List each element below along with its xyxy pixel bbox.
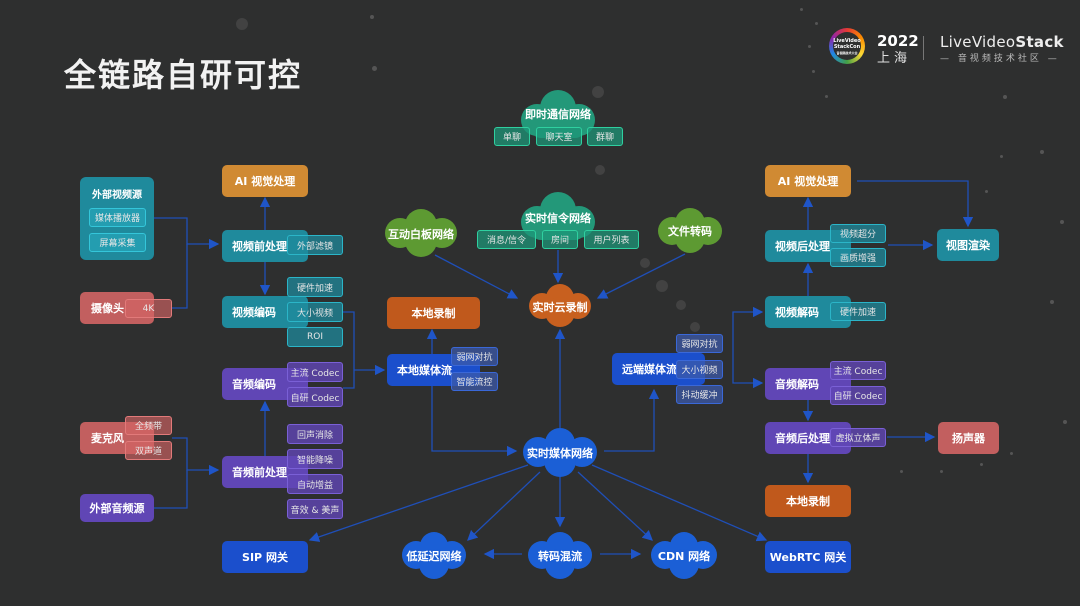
virtual-stereo-tag: 虚拟立体声: [830, 428, 886, 447]
jitter-buffer-tag: 抖动缓冲: [676, 385, 723, 404]
custom-codec-tag: 自研 Codec: [287, 387, 343, 407]
decode-hw-accel-tag: 硬件加速: [830, 302, 886, 321]
external-filter-tag: 外部滤镜: [287, 235, 343, 255]
simulcast-tag: 大小视频: [287, 302, 343, 322]
view-render-node: 视图渲染: [937, 229, 999, 261]
user-list-tag: 用户列表: [584, 230, 639, 249]
external-audio-source-node: 外部音频源: [80, 494, 154, 522]
edge-media-to-webrtc: [591, 464, 768, 542]
message-signal-tag: 消息/信令: [477, 230, 536, 249]
cloud-recording-cloud: 实时云录制: [524, 280, 596, 330]
media-network-cloud: 实时媒体网络: [516, 425, 604, 479]
whiteboard-network-cloud: 互动白板网络: [378, 205, 464, 259]
event-logo-line: LiveVideo: [833, 38, 861, 44]
group-chat-tag: 群聊: [587, 127, 623, 146]
brand-prefix: LiveVideo: [940, 33, 1016, 51]
stereo-tag: 双声道: [125, 441, 172, 460]
edge-media-to-sip: [308, 464, 529, 542]
external-video-source-label: 外部视频源: [92, 190, 142, 201]
voice-effect-tag: 音效 & 美声: [287, 499, 343, 519]
cloud-recording-label: 实时云录制: [532, 301, 588, 314]
decode-custom-codec-tag: 自研 Codec: [830, 386, 886, 405]
low-latency-cloud: 低延迟网络: [396, 528, 472, 582]
ai-vision-left-node: AI 视觉处理: [222, 165, 308, 197]
video-encode-node: 视频编码: [222, 296, 308, 328]
cdn-cloud: CDN 网络: [644, 528, 724, 582]
speaker-node: 扬声器: [938, 422, 999, 454]
edge-mic-to-audio-pre: [172, 437, 220, 476]
edge-media-to-cdn: [577, 471, 653, 541]
cloud-shape-icon: [529, 284, 591, 327]
edge-media-to-remote: [604, 388, 660, 452]
cloud-shape-icon: [402, 532, 466, 579]
mainstream-codec-tag: 主流 Codec: [287, 362, 343, 382]
cloud-shape-icon: [523, 428, 597, 477]
fullband-tag: 全频带: [125, 416, 172, 435]
whiteboard-network-label: 互动白板网络: [388, 228, 454, 241]
event-logo-line: 音视频技术大会: [836, 51, 858, 55]
decode-mainstream-codec-tag: 主流 Codec: [830, 361, 886, 380]
quality-enhance-tag: 画质增强: [830, 248, 886, 267]
edge-media-to-lowlat: [467, 471, 541, 541]
smart-flow-control-tag: 智能流控: [451, 372, 498, 391]
edge-encoders-to-local: [343, 311, 355, 389]
signal-network-label: 实时信令网络: [525, 212, 591, 225]
camera-4k-tag: 4K: [125, 299, 172, 318]
roi-tag: ROI: [287, 327, 343, 347]
edge-file-to-cloudrecord: [596, 253, 686, 299]
cloud-shape-icon: [385, 209, 457, 257]
transcode-mix-label: 转码混流: [538, 550, 582, 563]
event-logo-ring-icon: [829, 28, 865, 64]
hw-accel-tag: 硬件加速: [287, 277, 343, 297]
edge-local-to-media: [431, 386, 518, 457]
cloud-shape-icon: [658, 208, 722, 253]
edge-camera-to-pre: [172, 244, 188, 309]
edge-whiteboard-to-cloudrecord: [434, 254, 519, 299]
ai-vision-right-node: AI 视觉处理: [765, 165, 851, 197]
file-transcode-cloud: 文件转码: [652, 205, 728, 255]
weak-network-tag: 弱网对抗: [451, 347, 498, 366]
edge-ext-audio-to-pre: [154, 470, 188, 509]
echo-cancel-tag: 回声消除: [287, 424, 343, 444]
event-city: 上海: [877, 51, 912, 66]
edge-remote-to-audio-decode: [732, 370, 764, 389]
file-transcode-label: 文件转码: [668, 225, 712, 238]
im-network-label: 即时通信网络: [525, 108, 591, 121]
one-to-one-chat-tag: 单聊: [494, 127, 530, 146]
super-resolution-tag: 视频超分: [830, 224, 886, 243]
edge-remote-to-decoders: [732, 306, 764, 370]
remote-simulcast-tag: 大小视频: [676, 360, 723, 379]
auto-gain-tag: 自动增益: [287, 474, 343, 494]
event-logo-text: LiveVideo StackCon 音视频技术大会: [833, 38, 861, 56]
audio-postprocess-node: 音频后处理: [765, 422, 851, 454]
screen-capture-item: 屏幕采集: [89, 233, 146, 252]
logo-divider: [923, 36, 924, 60]
event-year: 2022: [877, 32, 919, 50]
chatroom-tag: 聊天室: [536, 127, 582, 146]
edge-ai-to-render: [857, 180, 974, 228]
edge-ext-video-to-pre: [154, 217, 220, 250]
event-logo-line: StackCon: [833, 44, 861, 50]
brand-subtitle-text: 音视频技术社区: [957, 54, 1042, 64]
transcode-mix-cloud: 转码混流: [522, 528, 598, 582]
media-player-item: 媒体播放器: [89, 208, 146, 227]
brand-subtitle: — 音视频技术社区 —: [940, 54, 1060, 64]
cloud-shape-icon: [651, 532, 717, 579]
remote-weak-network-tag: 弱网对抗: [676, 334, 723, 353]
sip-gateway-node: SIP 网关: [222, 541, 308, 573]
low-latency-label: 低延迟网络: [406, 550, 462, 563]
local-record-right-node: 本地录制: [765, 485, 851, 517]
page-title: 全链路自研可控: [64, 56, 303, 94]
room-tag: 房间: [542, 230, 578, 249]
brand-logo: LiveVideoStack: [940, 33, 1064, 51]
brand-suffix: Stack: [1015, 33, 1064, 51]
local-record-left-node: 本地录制: [387, 297, 480, 329]
webrtc-gateway-node: WebRTC 网关: [765, 541, 851, 573]
noise-suppress-tag: 智能降噪: [287, 449, 343, 469]
cloud-shape-icon: [528, 532, 592, 579]
media-network-label: 实时媒体网络: [527, 447, 593, 460]
cdn-label: CDN 网络: [657, 550, 711, 563]
